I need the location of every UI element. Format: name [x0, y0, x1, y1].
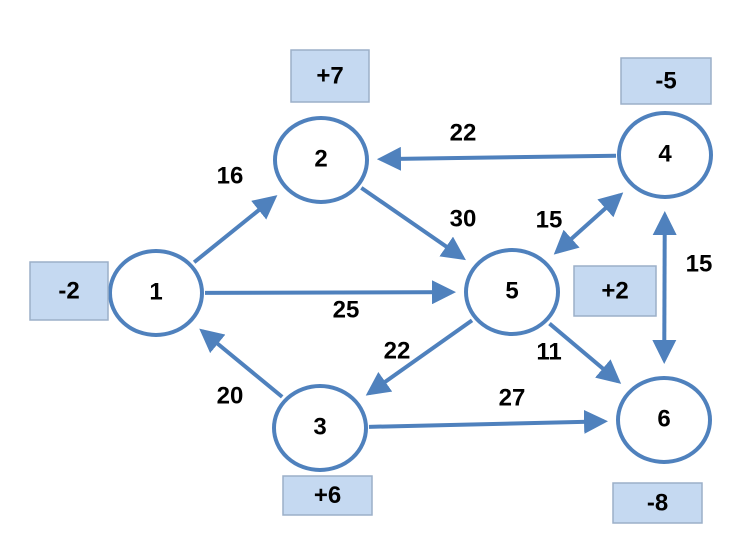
node-circle-3 [272, 384, 368, 472]
supply-box-3: +6 [282, 475, 373, 516]
edge-label-5-4: 15 [536, 206, 563, 233]
supply-box-rect-3 [282, 475, 373, 516]
edge-1-5 [204, 280, 457, 305]
node-5: 5 [464, 248, 560, 336]
edge-3-1 [199, 328, 284, 399]
edge-label-5-6: 11 [536, 338, 561, 365]
edge-4-2 [376, 146, 617, 171]
supply-box-5: +2 [573, 265, 657, 317]
node-circle-1 [108, 249, 204, 337]
edge-label-4-2: 22 [450, 119, 477, 146]
node-label-5: 5 [505, 277, 518, 304]
edge-label-3-6: 27 [499, 384, 526, 411]
supply-value-5: +2 [601, 277, 628, 304]
node-2: 2 [273, 116, 369, 204]
supply-value-6: -8 [647, 489, 668, 516]
node-1: 1 [108, 249, 204, 337]
node-circle-2 [273, 116, 369, 204]
node-6: 6 [616, 376, 712, 464]
node-label-3: 3 [313, 413, 326, 440]
node-3: 3 [272, 384, 368, 472]
edge-label-3-1: 20 [217, 382, 244, 409]
node-4: 4 [617, 111, 713, 199]
supply-value-4: -5 [655, 67, 676, 94]
edge-1-2 [192, 195, 278, 264]
supply-box-2: +7 [290, 49, 370, 103]
supply-value-2: +7 [316, 62, 343, 89]
edge-label-1-5: 25 [333, 296, 360, 323]
node-label-4: 4 [658, 140, 672, 167]
edges-layer [192, 146, 677, 434]
node-circle-6 [616, 376, 712, 464]
edge-3-6 [368, 409, 609, 434]
supply-box-rect-4 [620, 57, 712, 105]
supply-box-rect-1 [29, 261, 109, 321]
supply-box-rect-5 [573, 265, 657, 317]
edge-4-6 [652, 210, 677, 365]
supply-box-6: -8 [612, 482, 703, 524]
supply-box-1: -2 [29, 261, 109, 321]
edge-label-1-2: 16 [217, 162, 244, 189]
supply-value-3: +6 [314, 482, 341, 509]
supply-value-1: -2 [58, 277, 79, 304]
supply-boxes-layer: -2 +7 +6 -5 +2 -8 [29, 49, 712, 524]
edge-5-3 [365, 318, 474, 396]
node-label-2: 2 [314, 145, 327, 172]
node-circle-4 [617, 111, 713, 199]
node-circle-5 [464, 248, 560, 336]
edge-label-2-5: 30 [450, 205, 477, 232]
supply-box-4: -5 [620, 57, 712, 105]
edge-label-4-6: 15 [686, 250, 713, 277]
edge-5-6 [548, 322, 622, 384]
nodes-layer: 1 2 3 4 5 6 [108, 111, 713, 472]
node-label-1: 1 [149, 278, 162, 305]
supply-box-rect-6 [612, 482, 703, 524]
node-label-6: 6 [657, 405, 670, 432]
edge-label-5-3: 22 [384, 337, 411, 364]
edge-2-5 [360, 186, 466, 261]
supply-box-rect-2 [290, 49, 370, 103]
edge-5-4 [553, 192, 624, 255]
